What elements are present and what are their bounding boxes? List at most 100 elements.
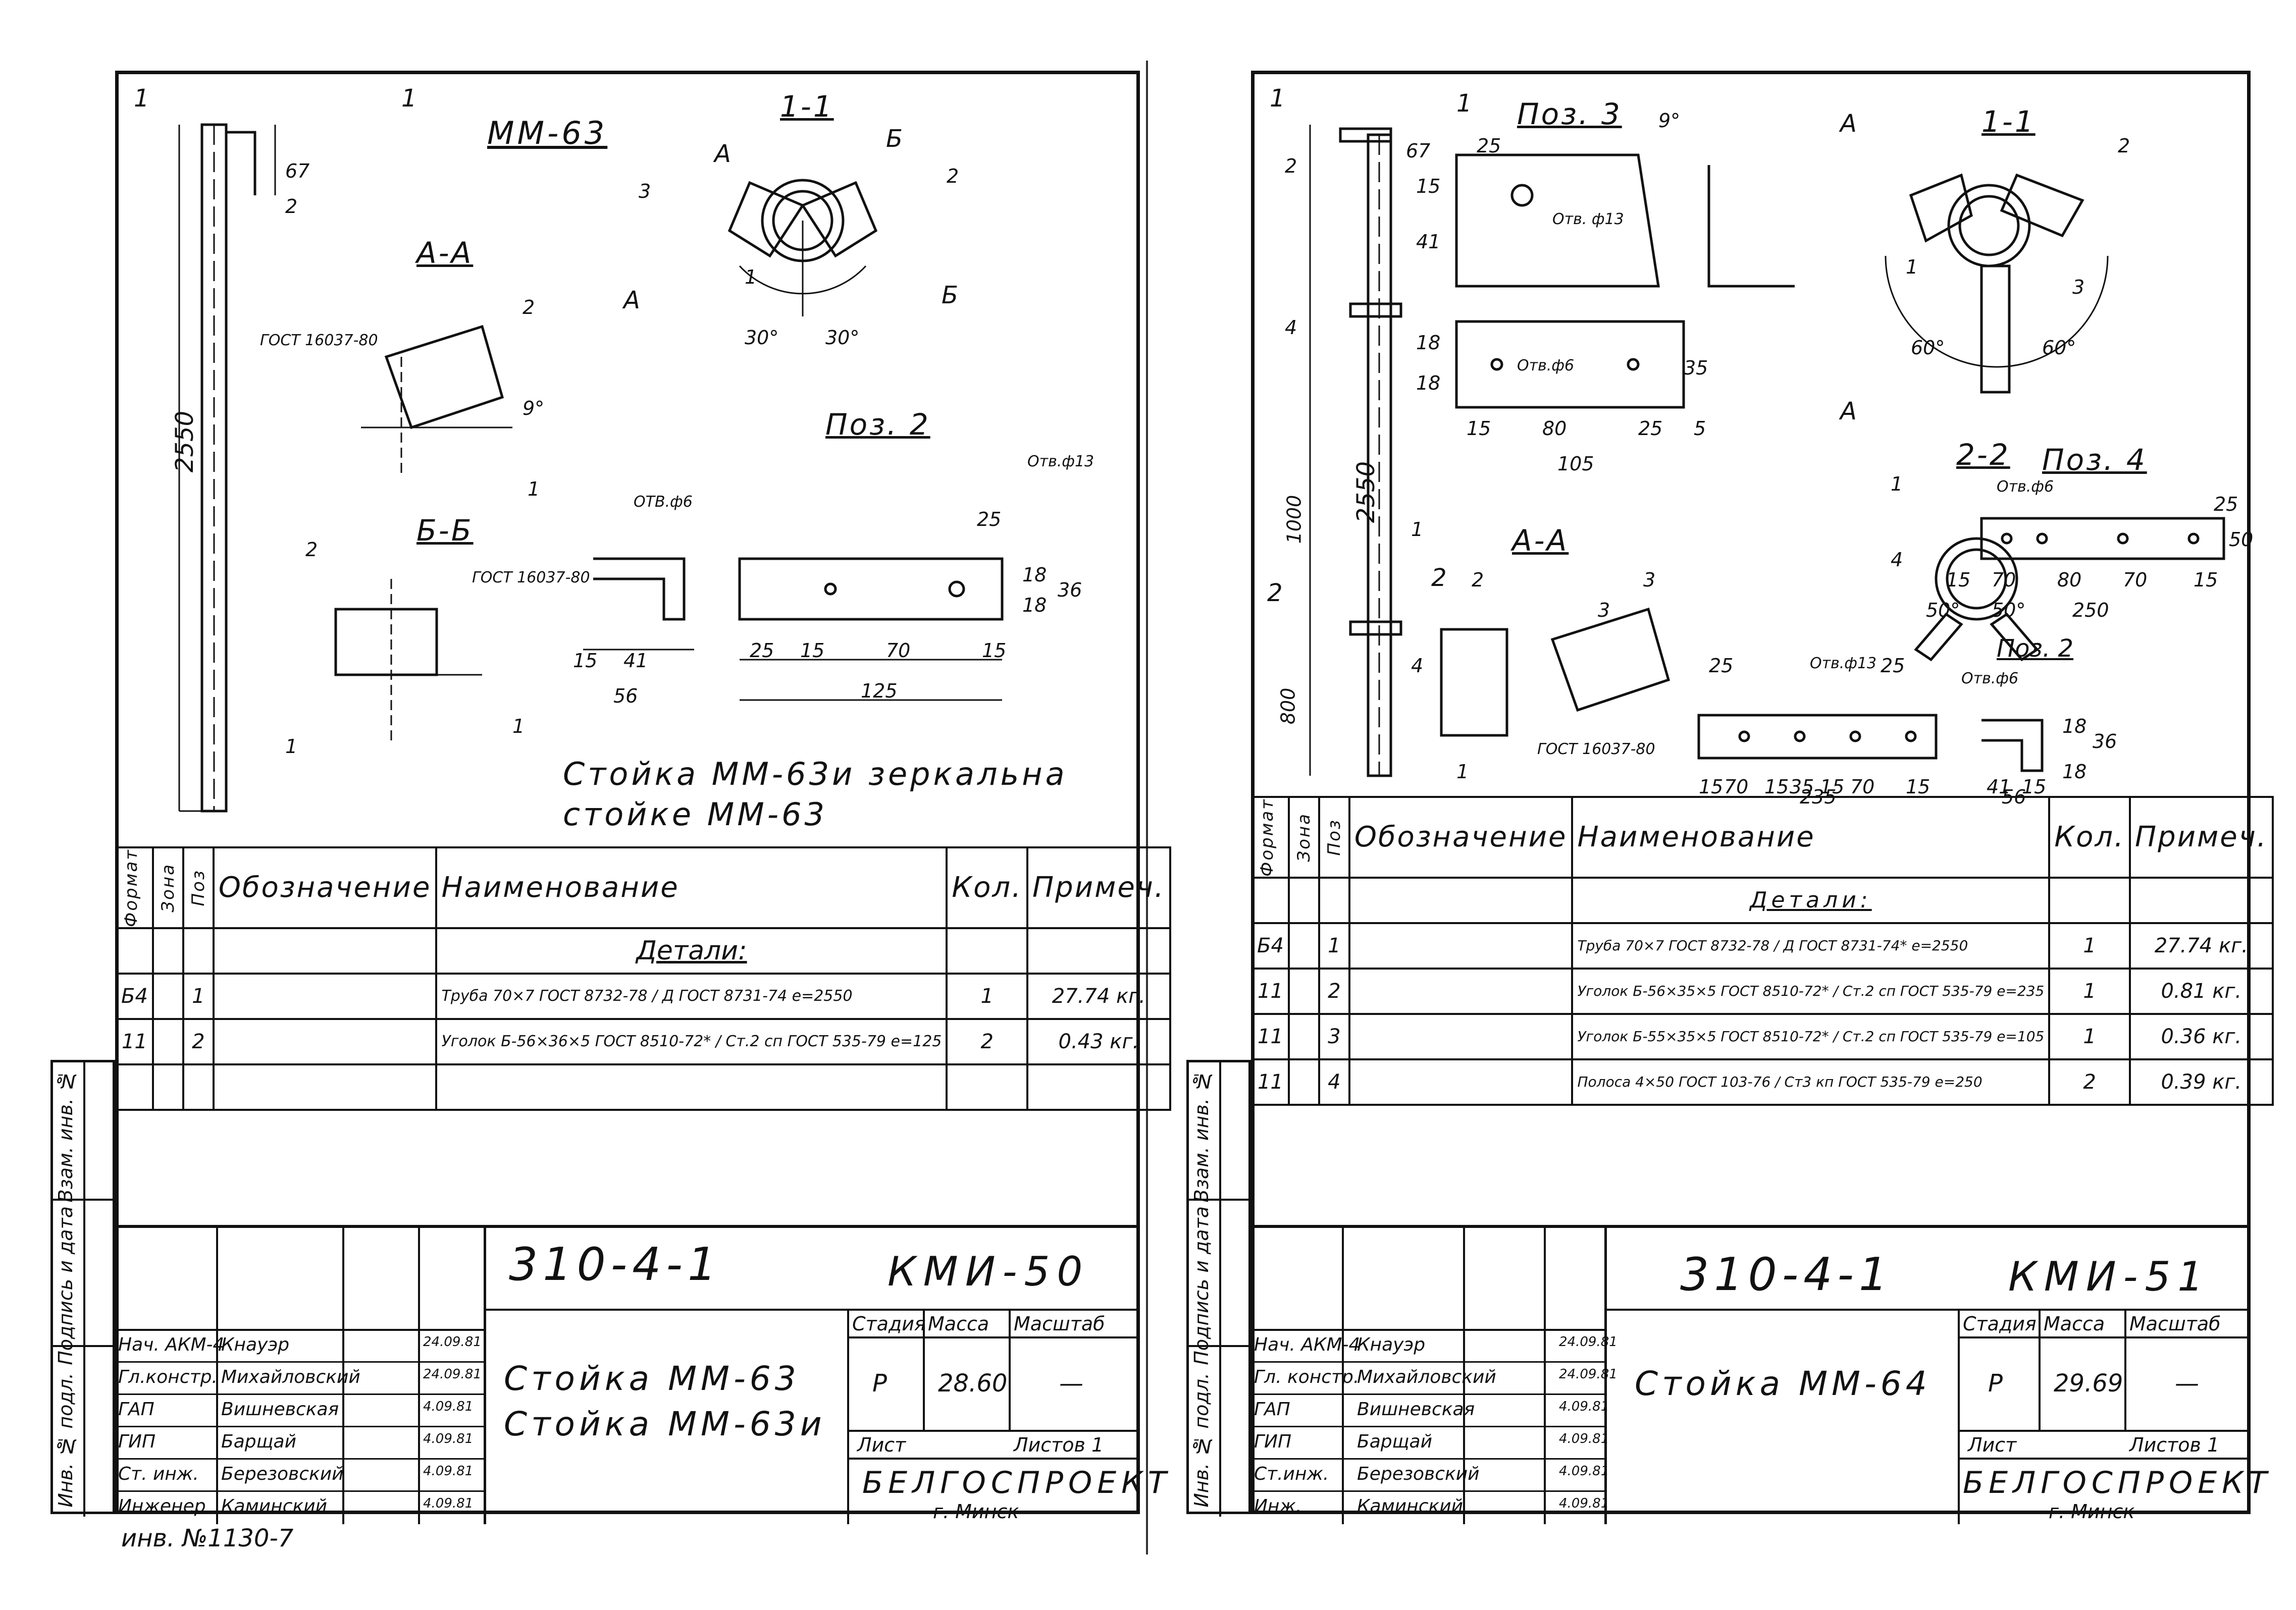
drawing-sheet-right: 1 1 1-1 А-А 2-2 Поз. 3 Поз. 4 Поз. 2 А А… — [1251, 71, 2274, 1524]
table-row: 11 2 Уголок Б-56×35×5 ГОСТ 8510-72* / Ст… — [1251, 967, 2274, 1015]
cell-pos: 2 — [182, 1017, 215, 1065]
dim-125: 125 — [861, 680, 898, 702]
dim-50: 50 — [2229, 528, 2254, 551]
cell-format: 11 — [1251, 1058, 1290, 1106]
dim-80: 80 — [1542, 417, 1567, 440]
dim-25d: 25 — [1709, 655, 1734, 677]
dim-15d: 15 — [2194, 569, 2218, 591]
col-qty: Кол. — [2048, 796, 2131, 879]
dim-60deg-a: 60° — [1911, 337, 1945, 359]
dim-25b: 25 — [977, 508, 1002, 530]
section-title-pos4: Поз. 4 — [2042, 443, 2147, 477]
section-title-a-a: А-А — [416, 236, 474, 270]
dim-67: 67 — [285, 160, 310, 182]
dim-105: 105 — [1557, 453, 1594, 475]
dim-35b: 35 — [1684, 357, 1708, 379]
organization-city: г. Минск — [933, 1500, 1019, 1523]
dim-2550: 2550 — [1352, 461, 1381, 523]
dim-50deg-a: 50° — [1926, 599, 1960, 621]
section-title-1-1: 1-1 — [780, 89, 834, 124]
callout-3: 3 — [639, 180, 651, 202]
dim-41: 41 — [623, 650, 648, 672]
cell-pos: 2 — [1318, 967, 1350, 1015]
cut-mark-b2: Б — [942, 281, 958, 309]
dim-36: 36 — [1058, 579, 1082, 601]
side-label-replace: Взам. инв. № — [1190, 1070, 1213, 1203]
signature-date: 4.09.81 — [423, 1431, 474, 1446]
callout-5: 1 — [1906, 256, 1918, 278]
drawing-title-line1: Стойка ММ-64 — [1635, 1364, 1931, 1403]
mirror-note-line1: Стойка ММ-63и зеркальна — [563, 756, 1068, 792]
dim-35: 35 — [1790, 776, 1814, 798]
cell-qty: 1 — [2048, 922, 2131, 970]
signature-name: Кнауэр — [1357, 1334, 1426, 1355]
note-hole6: ОТВ.ф6 — [634, 493, 693, 511]
cell-format: 11 — [1251, 967, 1290, 1015]
table-row: Б4 1 Труба 70×7 ГОСТ 8732-78 / Д ГОСТ 87… — [1251, 922, 2274, 970]
spec-table-right: Формат Зона Поз Обозначение Наименование… — [1251, 796, 2274, 1106]
signature-name: Барщай — [221, 1431, 296, 1452]
spec-group-row: Детали: — [1251, 876, 2274, 924]
note-hole6-pos4: Отв.ф6 — [1997, 478, 2054, 496]
col-format: Формат — [1251, 796, 1290, 879]
signature-date: 4.09.81 — [1559, 1431, 1609, 1446]
cell-name: Труба 70×7 ГОСТ 8732-78 / Д ГОСТ 8731-74… — [1571, 922, 2051, 970]
cell-qty: 1 — [2048, 967, 2131, 1015]
callout-4: 1 — [745, 266, 757, 288]
section-mark-1b: 1 — [1456, 89, 1472, 118]
cell-qty: 2 — [2048, 1058, 2131, 1106]
dim-250: 250 — [2072, 599, 2109, 621]
callout-8: 1 — [512, 715, 525, 737]
stage-label: Стадия — [1963, 1313, 2037, 1335]
note-hole6: Отв.ф6 — [1517, 357, 1575, 374]
callout-13: 4 — [1411, 655, 1424, 677]
cell-format: 11 — [1251, 1012, 1290, 1060]
note-gost-weld-2: ГОСТ 16037-80 — [472, 569, 590, 586]
spec-group-row: Детали: — [115, 927, 1171, 975]
callout-7: 3 — [2072, 276, 2085, 298]
signature-date: 24.09.81 — [1559, 1367, 1617, 1382]
cell-note: 27.74 кг. — [2128, 922, 2274, 970]
table-row: 11 2 Уголок Б-56×36×5 ГОСТ 8510-72* / Ст… — [115, 1017, 1171, 1065]
organization-city: г. Минск — [2049, 1500, 2135, 1523]
col-zone: Зона — [151, 846, 184, 929]
callout-11: 2 — [1472, 569, 1484, 591]
mirror-note-line2: стойке ММ-63 — [563, 796, 827, 833]
cell-format: 11 — [115, 1017, 154, 1065]
signature-date: 24.09.81 — [423, 1334, 482, 1350]
dim-18d: 18 — [2062, 715, 2087, 737]
side-label-signature: Подпись и дата — [55, 1206, 77, 1365]
dim-67: 67 — [1406, 140, 1431, 162]
signature-role: Инж. — [1254, 1496, 1302, 1517]
cell-pos: 4 — [1318, 1058, 1350, 1106]
dim-41: 41 — [1416, 231, 1441, 253]
cell-name: Труба 70×7 ГОСТ 8732-78 / Д ГОСТ 8731-74… — [435, 972, 948, 1020]
table-row: 11 4 Полоса 4×50 ГОСТ 103-76 / Ст3 кп ГО… — [1251, 1058, 2274, 1106]
signature-date: 24.09.81 — [1559, 1334, 1617, 1350]
dim-50deg-b: 50° — [1992, 599, 2026, 621]
col-note: Примеч. — [2128, 796, 2274, 879]
sheets-label: Листов 1 — [1014, 1434, 1104, 1456]
note-hole13: Отв. ф13 — [1552, 210, 1624, 228]
signature-date: 4.09.81 — [1559, 1399, 1609, 1414]
signature-name: Вишневская — [221, 1399, 339, 1420]
cell-note: 27.74 кг. — [1026, 972, 1171, 1020]
mass-label: Масса — [2044, 1313, 2105, 1335]
dim-2550: 2550 — [171, 410, 199, 473]
section-mark-1a: 1 — [1270, 84, 1285, 113]
cell-name: Уголок Б-56×36×5 ГОСТ 8510-72* / Ст.2 сп… — [435, 1017, 948, 1065]
col-name: Наименование — [435, 846, 948, 929]
section-mark-1b: 1 — [401, 84, 417, 113]
dim-15i: 15 — [2022, 776, 2047, 798]
callout-9: 2 — [305, 539, 318, 561]
cell-qty: 1 — [2048, 1012, 2131, 1060]
dim-15a: 15 — [573, 650, 598, 672]
technical-drawing-right — [1309, 125, 2225, 777]
dim-15a: 15 — [1416, 175, 1441, 197]
section-title-a-a: А-А — [1512, 523, 1569, 558]
col-zone: Зона — [1287, 796, 1320, 879]
dim-70d: 70 — [1850, 776, 1875, 798]
